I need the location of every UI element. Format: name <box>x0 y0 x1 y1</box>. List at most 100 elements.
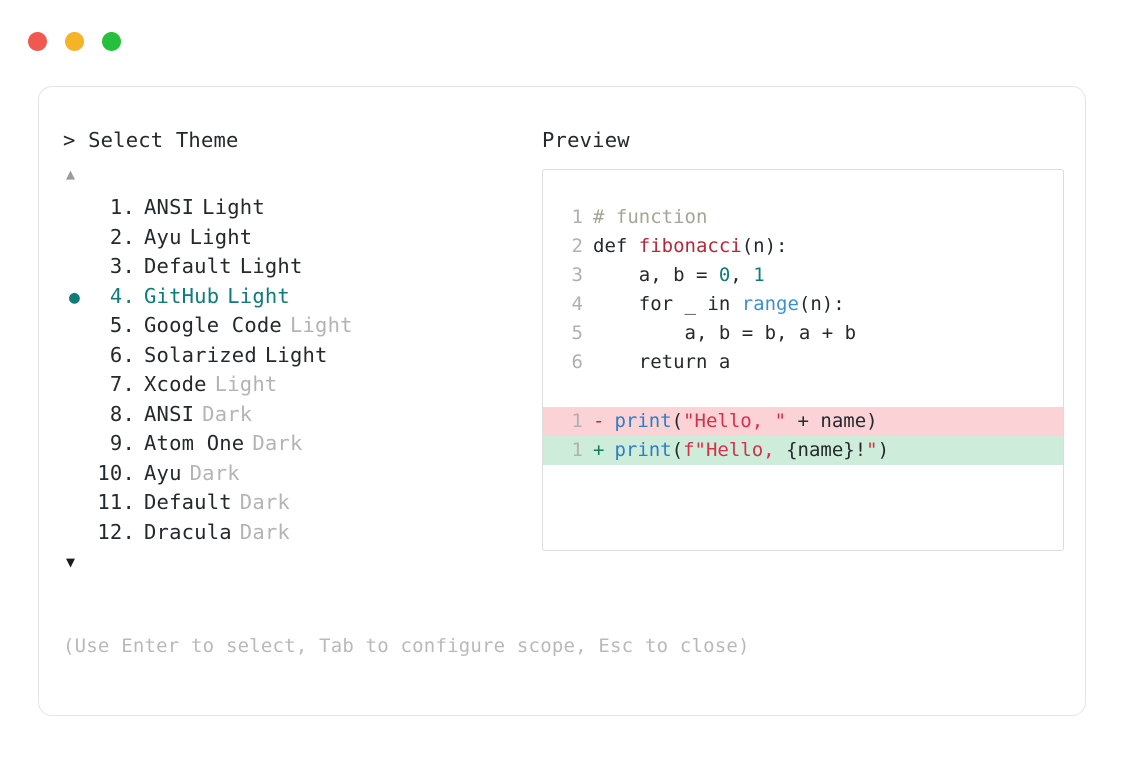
theme-item-index: 11. <box>97 490 135 514</box>
theme-list-item[interactable]: 5. Google Code Light <box>63 311 533 341</box>
window-controls <box>28 32 121 51</box>
code-token: print <box>614 439 672 461</box>
line-number: 5 <box>571 322 583 344</box>
line-number: 2 <box>571 235 583 257</box>
code-token: fibonacci <box>638 235 742 257</box>
code-token: 1 <box>753 264 765 286</box>
code-token: a, b = <box>593 264 719 286</box>
theme-item-index: 1. <box>109 195 135 219</box>
code-spacer <box>543 377 1063 407</box>
page-title: > Select Theme <box>63 128 239 152</box>
theme-item-variant: Light <box>239 254 303 278</box>
code-line: 5 a, b = b, a + b <box>543 319 1063 348</box>
close-dot[interactable] <box>28 32 47 51</box>
theme-item-variant: Dark <box>202 401 253 426</box>
code-token: {name}! <box>786 439 867 461</box>
theme-item-variant: Light <box>289 313 353 337</box>
theme-item-name: Default <box>144 254 232 278</box>
theme-item-name: Dracula <box>144 519 232 544</box>
code-token: print <box>614 410 672 432</box>
theme-item-index: 5. <box>109 313 135 337</box>
line-number: 3 <box>571 264 583 286</box>
theme-list-item[interactable]: 11. Default Dark <box>63 488 533 518</box>
theme-item-variant: Dark <box>239 490 290 514</box>
code-token: for _ in <box>593 293 742 315</box>
maximize-dot[interactable] <box>102 32 121 51</box>
scroll-up-icon[interactable]: ▲ <box>66 165 76 183</box>
theme-list-item[interactable]: 10. Ayu Dark <box>63 459 533 489</box>
theme-list-item[interactable]: 8. ANSI Dark <box>63 400 533 430</box>
code-token: f"Hello, <box>683 439 787 461</box>
keyboard-hint: (Use Enter to select, Tab to configure s… <box>63 635 750 657</box>
line-number: 6 <box>571 351 583 373</box>
theme-list-item[interactable]: 1. ANSI Light <box>63 193 533 223</box>
code-token: (n): <box>798 293 845 315</box>
theme-item-variant: Light <box>214 372 278 396</box>
code-line: 1 # function <box>543 203 1063 232</box>
theme-item-index: 4. <box>109 283 135 308</box>
code-token: "Hello, " <box>683 410 787 432</box>
line-number: 1 <box>571 410 583 432</box>
code-token: (n): <box>741 235 788 257</box>
code-token: return a <box>593 351 731 373</box>
theme-item-index: 3. <box>109 254 135 278</box>
diff-block: 1-print("Hello, " + name)1+print(f"Hello… <box>543 407 1063 465</box>
code-token: range <box>741 293 799 315</box>
line-number: 4 <box>571 293 583 315</box>
theme-item-name: Solarized <box>144 342 257 367</box>
code-token: ) <box>877 439 890 461</box>
code-line: 6 return a <box>543 348 1063 377</box>
theme-list-item[interactable]: 12. Dracula Dark <box>63 518 533 548</box>
theme-list-item[interactable]: 7. Xcode Light <box>63 370 533 400</box>
theme-item-name: Ayu <box>144 224 182 249</box>
theme-list-item[interactable]: 9. Atom One Dark <box>63 429 533 459</box>
theme-item-variant: Dark <box>252 431 303 455</box>
code-line: 4 for _ in range(n): <box>543 290 1063 319</box>
theme-item-name: Ayu <box>144 460 182 485</box>
theme-item-variant: Light <box>189 224 253 249</box>
code-token: a, b = b, a + b <box>593 322 857 344</box>
diff-line-removed: 1-print("Hello, " + name) <box>543 407 1063 436</box>
theme-item-variant: Dark <box>189 460 240 485</box>
theme-item-index: 10. <box>97 460 135 485</box>
theme-item-variant: Light <box>202 195 265 219</box>
diff-marker: + <box>593 439 605 461</box>
preview-label: Preview <box>542 128 630 152</box>
selection-bullet-icon: ● <box>69 286 81 308</box>
theme-item-name: Atom One <box>144 431 245 455</box>
line-number: 1 <box>571 206 583 228</box>
theme-item-variant: Light <box>264 342 328 367</box>
code-token: + name) <box>786 410 878 432</box>
theme-list-item[interactable]: 2. Ayu Light <box>63 223 533 253</box>
theme-item-name: ANSI <box>144 195 195 219</box>
theme-item-variant: Light <box>227 283 290 308</box>
code-token: 0 <box>718 264 731 286</box>
theme-item-name: Default <box>144 490 232 514</box>
theme-item-index: 9. <box>109 431 135 455</box>
theme-item-index: 7. <box>109 372 135 396</box>
theme-item-index: 8. <box>109 401 135 426</box>
theme-item-name: Xcode <box>144 372 207 396</box>
line-number: 1 <box>571 439 583 461</box>
diff-line-added: 1+print(f"Hello, {name}!") <box>543 436 1063 465</box>
theme-list-item[interactable]: ● 4. GitHub Light <box>63 282 533 312</box>
theme-item-variant: Dark <box>239 519 290 544</box>
scroll-down-icon[interactable]: ▼ <box>66 553 76 571</box>
code-token: , <box>730 264 754 286</box>
code-token: ( <box>671 410 684 432</box>
code-token: # function <box>593 206 708 228</box>
theme-item-index: 6. <box>109 342 135 367</box>
code-line: 3 a, b = 0, 1 <box>543 261 1063 290</box>
minimize-dot[interactable] <box>65 32 84 51</box>
theme-item-name: Google Code <box>144 313 282 337</box>
theme-list-item[interactable]: 3. Default Light <box>63 252 533 282</box>
theme-list-item[interactable]: 6. Solarized Light <box>63 341 533 371</box>
theme-item-index: 2. <box>109 224 135 249</box>
theme-item-name: ANSI <box>144 401 195 426</box>
theme-item-index: 12. <box>97 519 135 544</box>
theme-item-name: GitHub <box>144 283 220 308</box>
